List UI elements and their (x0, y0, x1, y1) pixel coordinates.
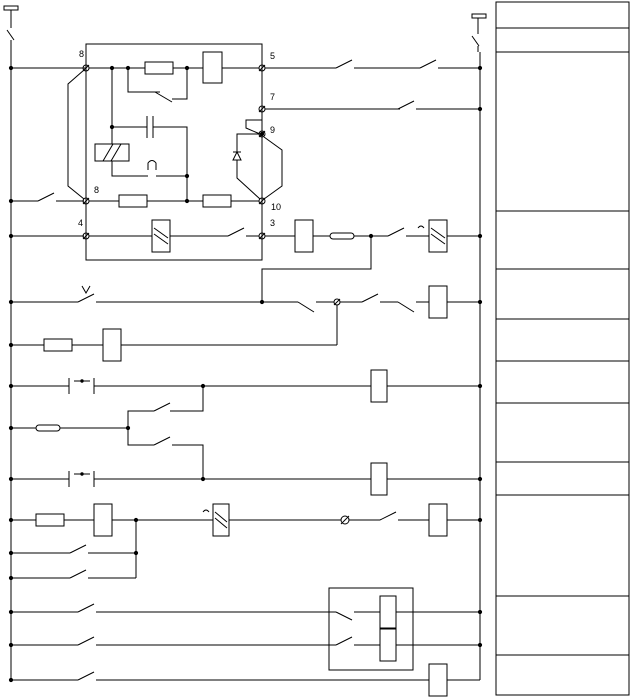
row-479-circuit (8, 462, 483, 496)
row-1-circuit (8, 51, 483, 103)
terminal-label-10: 10 (271, 202, 281, 212)
terminal-label-3: 3 (270, 218, 275, 228)
row-520-circuit (8, 503, 483, 578)
relay-unit-box (85, 43, 263, 261)
row-553-circuit (8, 544, 139, 556)
terminal-label-8-top: 8 (79, 49, 84, 59)
row-612-circuit (8, 595, 483, 629)
capacitor (109, 68, 188, 176)
terminal-label-9: 9 (270, 125, 275, 135)
row-345-circuit (8, 328, 337, 362)
legend-frame (495, 1, 630, 696)
diode (232, 112, 283, 200)
left-supply-fuse (3, 5, 19, 48)
loop-8-top-to-bottom (67, 69, 85, 200)
row-680-circuit (8, 663, 480, 697)
thermal-contact (111, 160, 190, 179)
bottom-relay-module (328, 587, 414, 671)
terminal-label-4: 4 (78, 218, 83, 228)
row-428-circuit (8, 424, 204, 479)
row-201-circuit (8, 192, 259, 208)
row-302-circuit (8, 285, 483, 345)
legend-table (495, 1, 630, 696)
row-7-circuit (265, 100, 483, 112)
right-supply-fuse (471, 13, 487, 52)
terminal-label-7: 7 (270, 92, 275, 102)
terminal-label-5: 5 (270, 51, 275, 61)
row-386-circuit (8, 369, 483, 428)
terminal-label-8-bottom: 8 (94, 185, 99, 195)
coil-element (94, 127, 130, 162)
row-578-circuit (8, 569, 136, 581)
row-645-circuit (8, 628, 483, 662)
row-236-circuit (8, 219, 483, 302)
